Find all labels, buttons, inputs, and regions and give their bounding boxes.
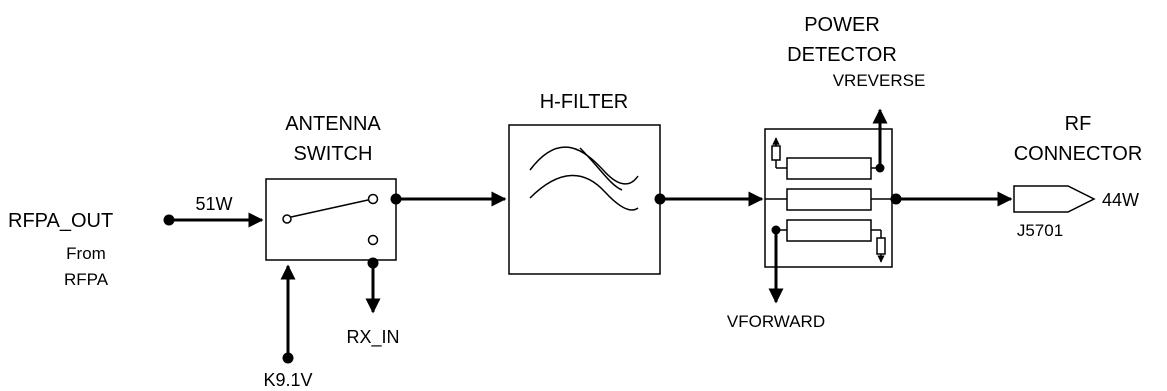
input-note-line2: RFPA (64, 270, 109, 289)
switch-common-contact (282, 214, 292, 224)
forward-coupler-line (786, 219, 872, 242)
h-filter-title: H-FILTER (540, 91, 629, 113)
rfpa-out-label: RFPA_OUT (8, 210, 113, 232)
control-voltage-label: K9.1V (263, 370, 312, 390)
filter-symbol-curve-lower (529, 174, 639, 211)
rf-connector-symbol (1013, 185, 1096, 213)
main-through-line (786, 188, 872, 211)
power-detector-title-line1: POWER (804, 14, 880, 36)
input-power-label: 51W (195, 194, 232, 214)
switch-tx-contact (367, 193, 379, 205)
power-detector-title-line2: DETECTOR (787, 44, 897, 66)
rx-in-label: RX_IN (346, 327, 399, 348)
switch-arm (290, 199, 369, 218)
rf-connector-title-line1: RF (1065, 113, 1092, 135)
switch-rx-contact (367, 234, 379, 246)
filter-symbol-curve-upper (529, 146, 639, 185)
vreverse-label: VREVERSE (833, 71, 926, 90)
reverse-termination-resistor (771, 145, 781, 161)
connector-ref-label: J5701 (1017, 221, 1063, 240)
h-filter-box (508, 124, 661, 275)
output-power-label: 44W (1102, 190, 1139, 210)
antenna-switch-title-line2: SWITCH (294, 143, 373, 165)
rf-connector-title-line2: CONNECTOR (1014, 143, 1143, 165)
filter-symbol-cross (579, 147, 623, 191)
antenna-switch-title-line1: ANTENNA (285, 113, 381, 135)
antenna-switch-box (265, 178, 397, 261)
vforward-label: VFORWARD (727, 312, 825, 331)
forward-termination-resistor (876, 237, 886, 255)
reverse-coupler-line (786, 157, 872, 180)
input-note-line1: From (66, 244, 106, 263)
